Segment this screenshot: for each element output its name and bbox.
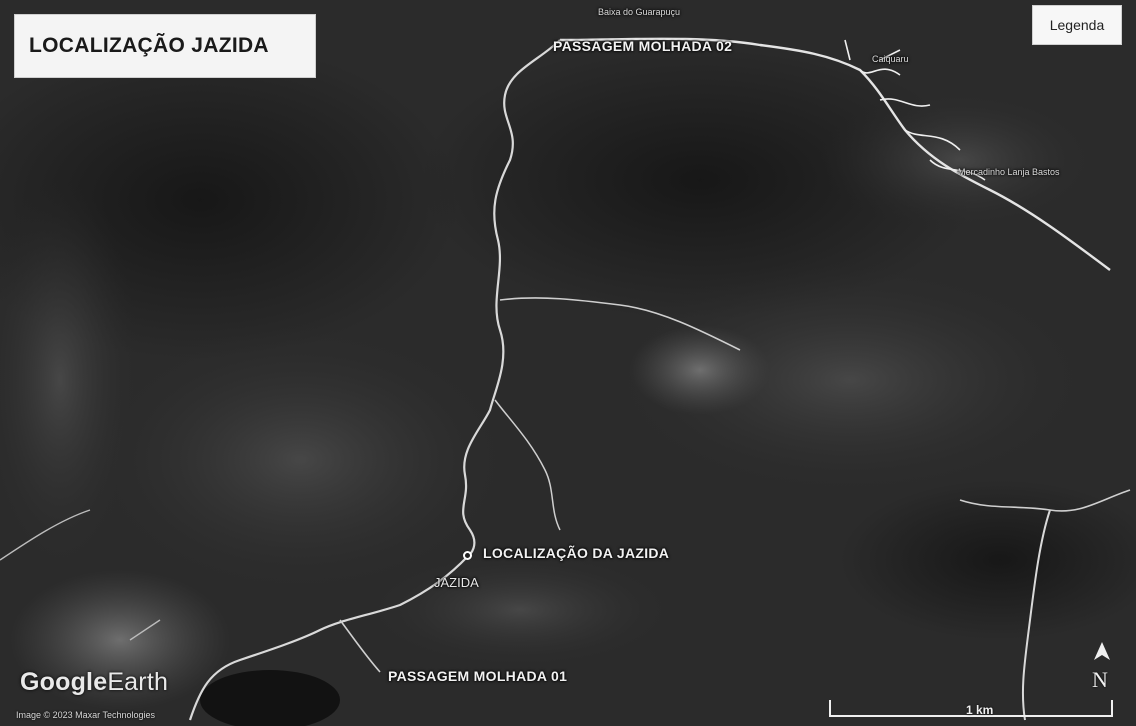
dark-vegetation-area (420, 40, 980, 320)
road-left-short (129, 619, 161, 641)
label-localizacao-jazida: LOCALIZAÇÃO DA JAZIDA (483, 545, 670, 561)
map-title: LOCALIZAÇÃO JAZIDA (29, 34, 269, 57)
dark-vegetation-area (840, 480, 1136, 640)
road-far-right-branch (959, 489, 1131, 512)
north-label: N (1092, 667, 1108, 692)
place-label-right: Caiquaru (872, 54, 909, 64)
cleared-field (630, 325, 770, 415)
logo-word-google: Google (20, 668, 108, 696)
label-passagem-molhada-01: PASSAGEM MOLHADA 01 (388, 668, 568, 684)
settlement-area (820, 90, 1100, 230)
logo-word-earth: Earth (107, 668, 169, 696)
scale-label: 1 km (966, 703, 994, 717)
terrain-area (360, 550, 680, 670)
google-earth-logo: GoogleEarth (20, 668, 168, 697)
cleared-field (10, 570, 230, 710)
north-arrow-icon (1094, 642, 1110, 660)
road-south (494, 399, 561, 531)
road-left (0, 509, 91, 561)
road-branch (339, 619, 381, 673)
terrain-area (600, 260, 1100, 500)
place-label-mercadinho: Mercadinho Lanja Bastos (958, 167, 1060, 177)
road-northeast (559, 37, 1111, 271)
legend-button[interactable]: Legenda (1032, 5, 1122, 45)
water-body (200, 670, 340, 726)
place-label-top: Baixa do Guarapuçu (598, 7, 681, 17)
jazida-location-marker[interactable] (463, 551, 472, 560)
scale-bar (829, 700, 1113, 717)
road-east (499, 297, 741, 351)
label-jazida: JAZIDA (434, 575, 479, 590)
road-southwest (188, 555, 469, 721)
map-title-box: LOCALIZAÇÃO JAZIDA (14, 14, 316, 78)
settlement-streets (844, 39, 986, 181)
imagery-credit: Image © 2023 Maxar Technologies (16, 710, 156, 720)
main-road (462, 39, 561, 557)
label-passagem-molhada-02: PASSAGEM MOLHADA 02 (553, 38, 733, 54)
terrain-area (80, 320, 520, 600)
road-far-right (1021, 509, 1051, 721)
terrain-area (0, 180, 140, 580)
